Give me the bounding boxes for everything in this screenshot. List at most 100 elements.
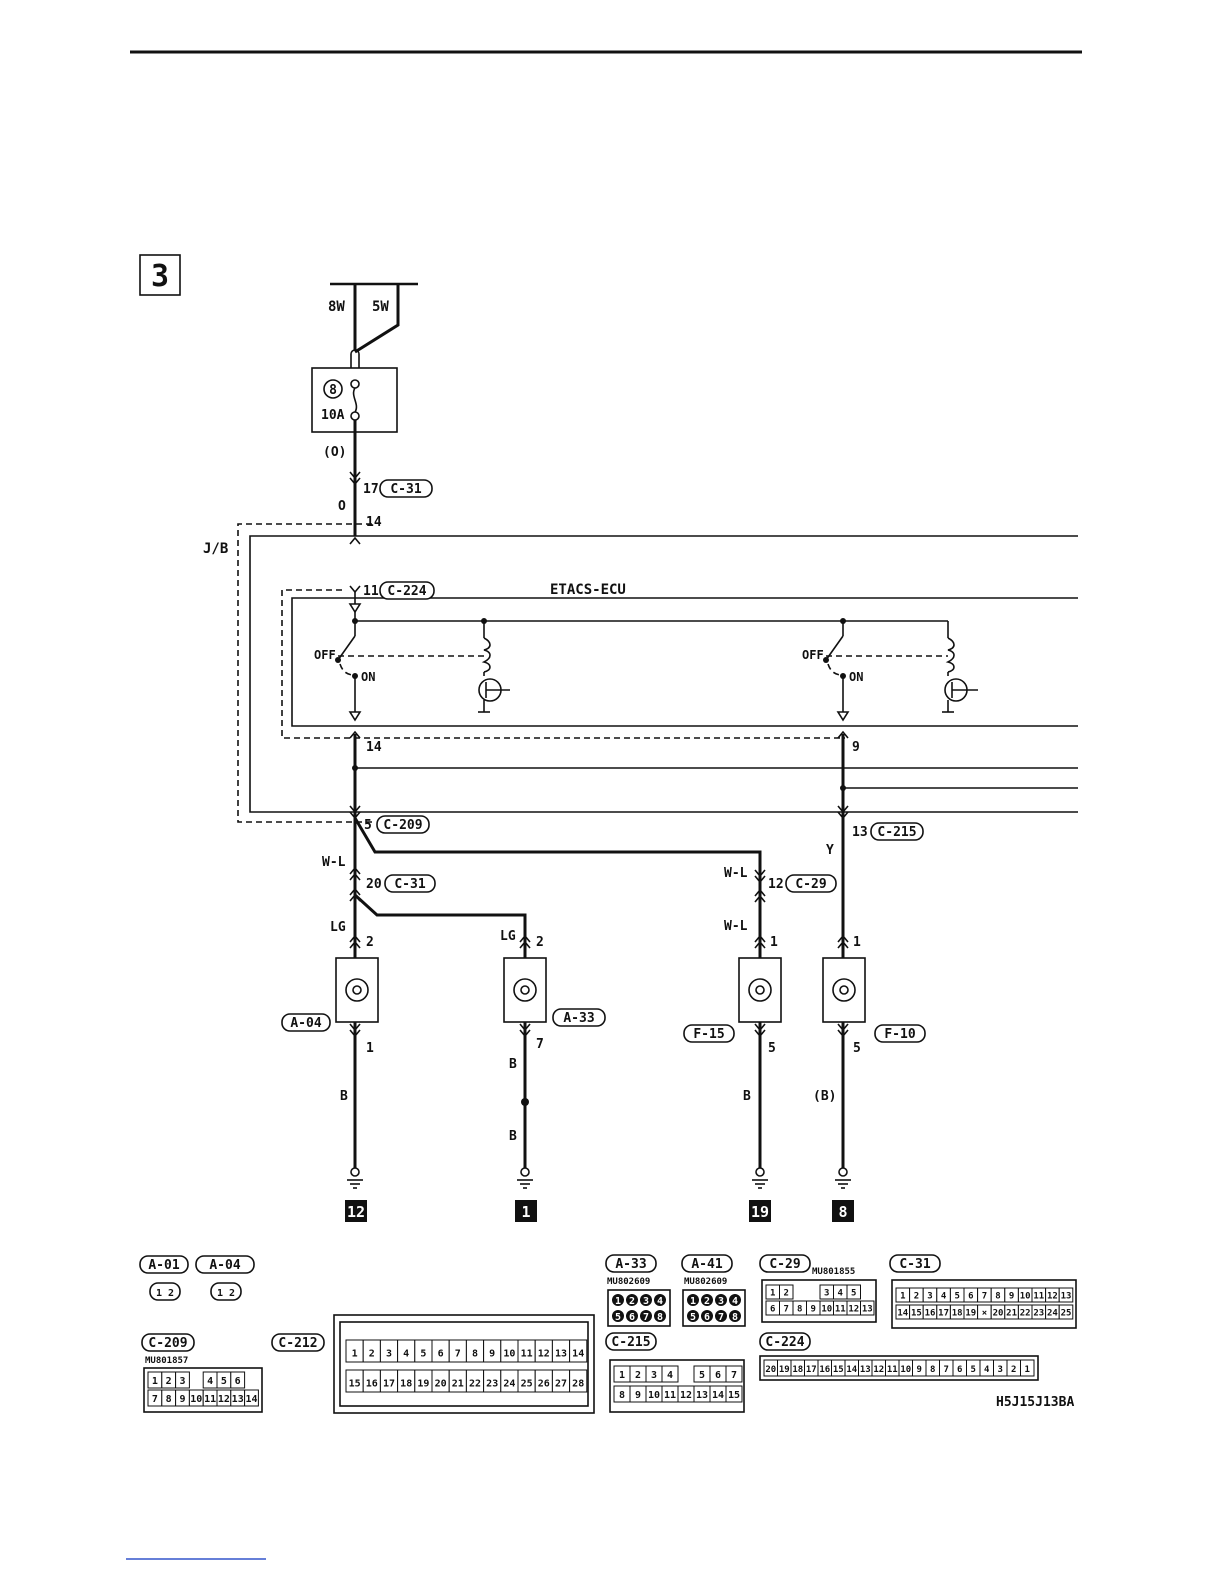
lamp-a04: LG 2 1 B <box>330 920 379 1168</box>
svg-text:C-209: C-209 <box>383 818 422 833</box>
c31-pin: 6 <box>968 1291 973 1301</box>
c224-pin: 9 <box>917 1365 922 1375</box>
wire-color-o: O <box>338 499 346 514</box>
c212-pin: 26 <box>538 1378 550 1389</box>
ground-symbol-19: 19 <box>749 1167 771 1222</box>
c31-pin: 24 <box>1047 1308 1058 1318</box>
c224-pin: 16 <box>819 1365 830 1375</box>
c31-pin: 13 <box>1061 1291 1072 1301</box>
c212-pin: 9 <box>489 1348 495 1359</box>
c29-pin: 13 <box>862 1304 873 1314</box>
c209-pin: 14 <box>245 1394 257 1405</box>
svg-text:ON: ON <box>849 670 863 684</box>
c209-pin: 7 <box>152 1394 158 1405</box>
c209-pin: 6 <box>235 1376 241 1387</box>
section-number-box: 3 <box>139 254 181 296</box>
c209-pin: 13 <box>232 1394 244 1405</box>
c215-pin: 2 <box>635 1370 641 1381</box>
c29-pin: 6 <box>770 1304 775 1314</box>
c212-pin: 6 <box>438 1348 444 1359</box>
a33-pin: 8 <box>657 1312 663 1323</box>
c212-pin: 17 <box>383 1378 395 1389</box>
c31-pin-17: 17 <box>363 482 379 497</box>
c212-pin: 3 <box>386 1348 392 1359</box>
a41-pin-dot <box>701 1294 713 1306</box>
c31-pin: 23 <box>1033 1308 1044 1318</box>
c215-pin: 12 <box>680 1390 692 1401</box>
c212-pin: 20 <box>435 1378 447 1389</box>
c31-cell <box>1058 1287 1074 1303</box>
c212-pin: 8 <box>472 1348 478 1359</box>
c209-tag: C-209 <box>376 815 430 834</box>
c212-pin: 28 <box>572 1378 584 1389</box>
svg-text:MU802609: MU802609 <box>684 1277 727 1287</box>
c215-pin: 6 <box>715 1370 721 1381</box>
jb-pin-14: 14 <box>366 515 382 530</box>
c215-cell <box>661 1365 679 1383</box>
c31-pin: 3 <box>927 1291 932 1301</box>
svg-text:A-04: A-04 <box>290 1016 321 1031</box>
svg-text:C-215: C-215 <box>611 1335 650 1350</box>
c31-pin: 17 <box>938 1308 949 1318</box>
c212-pin: 12 <box>538 1348 550 1359</box>
c215-pin: 15 <box>728 1390 740 1401</box>
c215-pin: 10 <box>648 1390 660 1401</box>
svg-text:C-29: C-29 <box>795 877 826 892</box>
c212-pin: 1 <box>352 1348 358 1359</box>
svg-text:A-33: A-33 <box>615 1257 646 1272</box>
a33-pin: 6 <box>629 1312 635 1323</box>
c215-pin: 1 <box>619 1370 625 1381</box>
c215-pin: 14 <box>712 1390 724 1401</box>
a33-pin-dot <box>612 1310 624 1322</box>
c224-pin: 17 <box>806 1365 817 1375</box>
c212-pin: 18 <box>400 1378 412 1389</box>
wire-color-wl-left: W-L <box>322 855 346 870</box>
c31-pin: 22 <box>1020 1308 1031 1318</box>
c224-pin: 19 <box>779 1365 790 1375</box>
c212-pin: 21 <box>452 1378 464 1389</box>
c224-tag-input: C-224 <box>379 581 435 600</box>
c29-pin: 3 <box>824 1288 829 1298</box>
a41-pin-dot <box>715 1294 727 1306</box>
fuse-rating: 10A <box>321 408 345 423</box>
c209-pin: 1 <box>152 1376 158 1387</box>
c31-pin: 7 <box>982 1291 987 1301</box>
c212-pin: 10 <box>503 1348 515 1359</box>
a33-pin-dot <box>654 1310 666 1322</box>
svg-text:C-31: C-31 <box>390 482 421 497</box>
c215-pin: 11 <box>664 1390 676 1401</box>
lamp-a33: LG 2 7 B B <box>500 929 547 1168</box>
svg-text:C-224: C-224 <box>387 584 426 599</box>
c209-pin: 9 <box>179 1394 185 1405</box>
c29-pin: 12 <box>848 1304 859 1314</box>
c31-pin: 2 <box>914 1291 919 1301</box>
c31-pin: 14 <box>897 1308 908 1318</box>
jb-out-pin-13: 13 <box>852 825 868 840</box>
figure-code: H5J15J13BA <box>996 1395 1074 1410</box>
relay-switch-right: OFF ON <box>802 618 978 722</box>
c215-cell <box>725 1385 743 1403</box>
a33-tag: A-33 <box>552 1008 606 1027</box>
c31-pin: 18 <box>952 1308 963 1318</box>
a41-pin: 7 <box>718 1312 724 1323</box>
svg-text:MU801855: MU801855 <box>812 1267 855 1277</box>
svg-text:C-212: C-212 <box>278 1336 317 1351</box>
ecu-frame <box>291 597 1078 727</box>
ecu-out-pin-right: 9 <box>852 740 860 755</box>
c29-pin: 8 <box>797 1304 802 1314</box>
a41-pin: 3 <box>718 1296 724 1307</box>
c209-pin: 2 <box>166 1376 172 1387</box>
c209-cell <box>230 1371 246 1389</box>
ecu-dashed-outline <box>281 589 845 739</box>
svg-text:MU801857: MU801857 <box>145 1356 188 1366</box>
c215-pin: 4 <box>667 1370 673 1381</box>
c209-cell <box>175 1371 190 1389</box>
c212-pin: 27 <box>555 1378 567 1389</box>
c224-pin: 20 <box>765 1365 776 1375</box>
fusible-link-left: 8W <box>328 299 345 315</box>
